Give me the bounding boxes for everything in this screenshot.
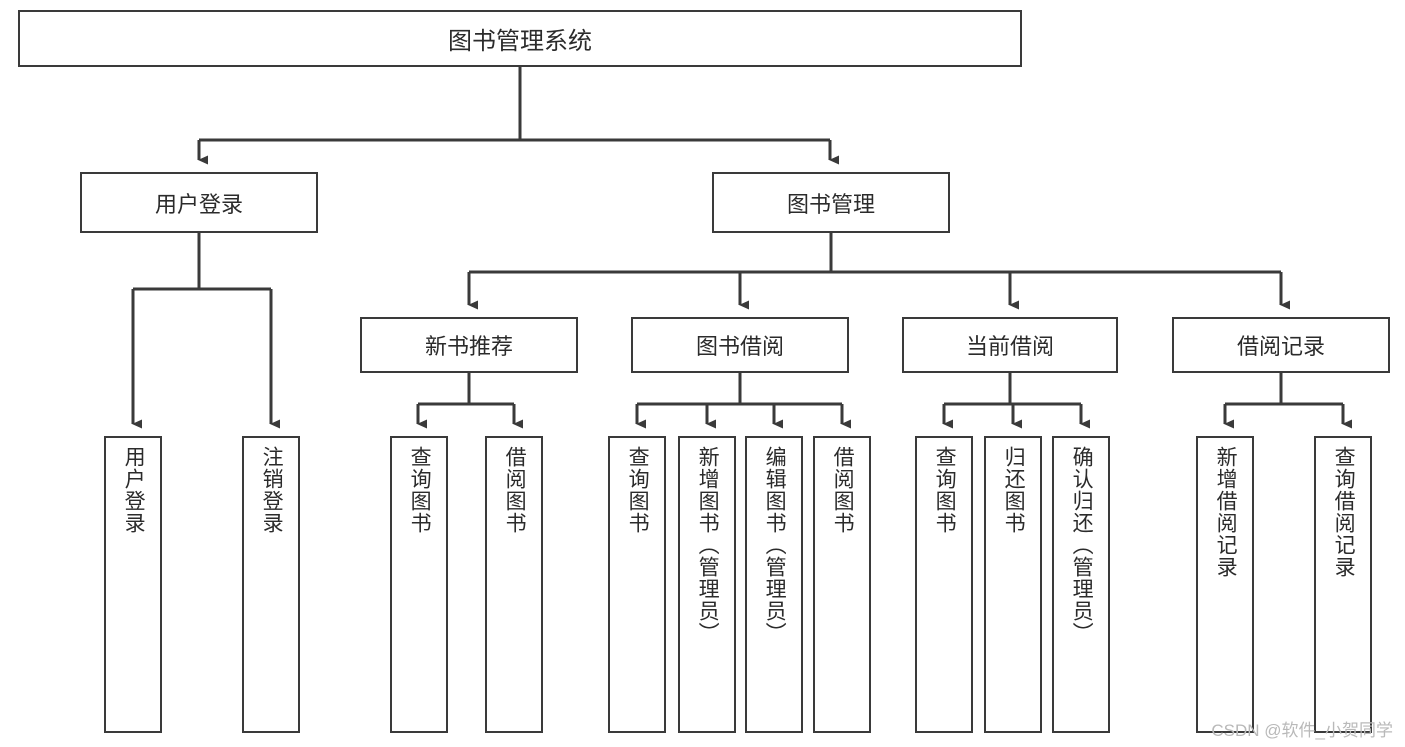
leaf-label: 编辑图书（管理员）	[763, 446, 787, 644]
leaf-label: 新增图书（管理员）	[696, 446, 720, 644]
leaf-borrow-edit-book-admin[interactable]: 编辑图书（管理员）	[745, 436, 803, 733]
node-new-book-recommend[interactable]: 新书推荐	[360, 317, 578, 373]
leaf-record-query-borrow-record[interactable]: 查询借阅记录	[1314, 436, 1372, 733]
leaf-current-query-book[interactable]: 查询图书	[915, 436, 973, 733]
node-label: 图书管理	[786, 191, 875, 217]
leaf-label: 查询图书	[408, 446, 432, 534]
csdn-watermark: CSDN @软件_小贺同学	[1211, 721, 1393, 740]
leaf-label: 归还图书	[1002, 446, 1026, 534]
leaf-recommend-borrow-book[interactable]: 借阅图书	[485, 436, 543, 733]
node-borrow-record[interactable]: 借阅记录	[1172, 317, 1390, 373]
leaf-label: 新增借阅记录	[1214, 446, 1238, 578]
node-current-borrow[interactable]: 当前借阅	[902, 317, 1118, 373]
leaf-current-confirm-return-admin[interactable]: 确认归还（管理员）	[1052, 436, 1110, 733]
leaf-logout-login[interactable]: 注销登录	[242, 436, 300, 733]
node-label: 新书推荐	[424, 334, 513, 359]
leaf-label: 查询借阅记录	[1332, 446, 1356, 578]
leaf-label: 确认归还（管理员）	[1070, 446, 1094, 644]
leaf-label: 查询图书	[626, 446, 650, 534]
node-label: 图书借阅	[695, 334, 784, 359]
leaf-record-add-borrow-record[interactable]: 新增借阅记录	[1196, 436, 1254, 733]
node-book-management[interactable]: 图书管理	[712, 172, 950, 233]
leaf-borrow-add-book-admin[interactable]: 新增图书（管理员）	[678, 436, 736, 733]
node-label: 图书管理系统	[448, 28, 592, 55]
node-book-borrow[interactable]: 图书借阅	[631, 317, 849, 373]
leaf-recommend-query-book[interactable]: 查询图书	[390, 436, 448, 733]
leaf-label: 借阅图书	[831, 446, 855, 534]
leaf-label: 注销登录	[260, 446, 284, 534]
node-label: 当前借阅	[965, 334, 1054, 359]
node-label: 借阅记录	[1236, 334, 1325, 359]
leaf-label: 借阅图书	[503, 446, 527, 534]
leaf-label: 查询图书	[933, 446, 957, 534]
leaf-borrow-borrow-book[interactable]: 借阅图书	[813, 436, 871, 733]
leaf-borrow-query-book[interactable]: 查询图书	[608, 436, 666, 733]
node-user-login[interactable]: 用户登录	[80, 172, 318, 233]
node-root-book-management-system[interactable]: 图书管理系统	[18, 10, 1022, 67]
node-label: 用户登录	[154, 191, 243, 217]
leaf-current-return-book[interactable]: 归还图书	[984, 436, 1042, 733]
leaf-user-login[interactable]: 用户登录	[104, 436, 162, 733]
leaf-label: 用户登录	[122, 446, 146, 534]
